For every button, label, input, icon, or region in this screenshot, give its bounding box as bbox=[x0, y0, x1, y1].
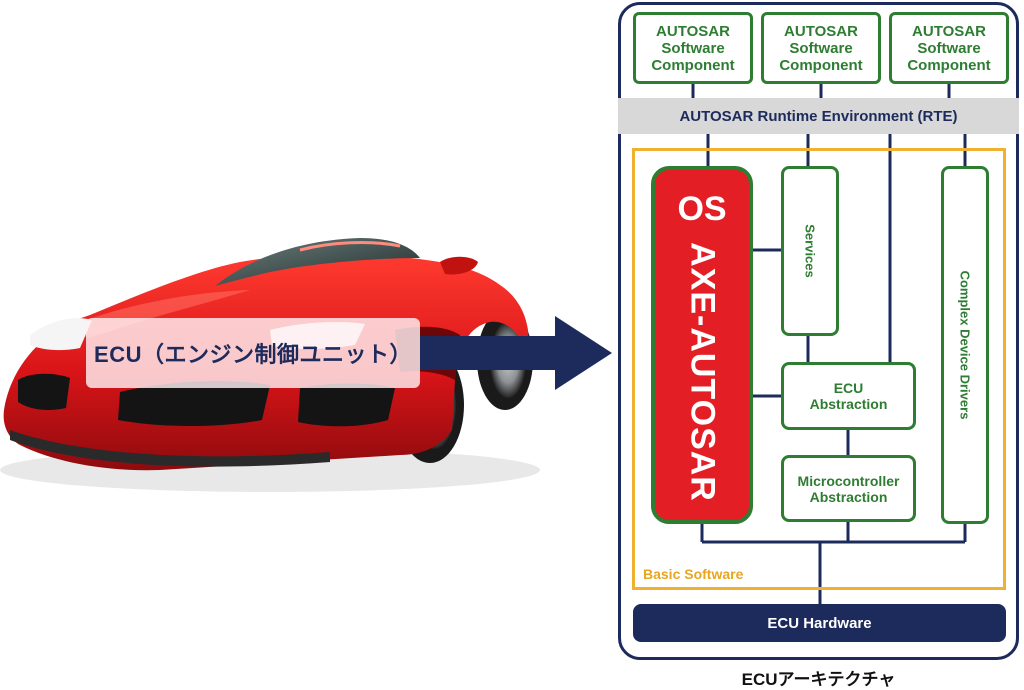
os-title: OS bbox=[677, 190, 727, 228]
swc-line: Software bbox=[789, 39, 853, 57]
ecu-abstraction-line: ECU bbox=[833, 380, 864, 396]
complex-device-drivers-label: Complex Device Drivers bbox=[957, 270, 973, 420]
mcu-abstraction-line: Abstraction bbox=[809, 488, 888, 505]
swc-line: Software bbox=[917, 39, 981, 57]
swc-line: Component bbox=[651, 56, 735, 74]
swc-line: Component bbox=[779, 56, 863, 74]
software-component-1: AUTOSAR Software Component bbox=[633, 12, 753, 84]
os-block bbox=[651, 166, 753, 524]
swc-line: AUTOSAR bbox=[784, 22, 858, 40]
software-component-3: AUTOSAR Software Component bbox=[889, 12, 1009, 84]
connection-arrow bbox=[420, 316, 612, 390]
swc-line: AUTOSAR bbox=[912, 22, 986, 40]
rte-layer: AUTOSAR Runtime Environment (RTE) bbox=[618, 98, 1019, 134]
ecu-hardware-block: ECU Hardware bbox=[633, 604, 1006, 642]
swc-line: Software bbox=[661, 39, 725, 57]
services-block bbox=[781, 166, 839, 336]
software-component-2: AUTOSAR Software Component bbox=[761, 12, 881, 84]
swc-line: Component bbox=[907, 56, 991, 74]
connector-lines bbox=[691, 84, 967, 604]
complex-device-drivers-block bbox=[941, 166, 989, 524]
ecu-architecture-frame bbox=[618, 2, 1019, 660]
microcontroller-abstraction-block: Microcontroller Abstraction bbox=[781, 455, 916, 522]
basic-software-frame bbox=[632, 148, 1006, 590]
ecu-abstraction-block: ECU Abstraction bbox=[781, 362, 916, 430]
swc-line: AUTOSAR bbox=[656, 22, 730, 40]
basic-software-label: Basic Software bbox=[643, 566, 744, 582]
architecture-caption: ECUアーキテクチャ bbox=[741, 670, 896, 689]
services-label: Services bbox=[802, 224, 818, 278]
mcu-abstraction-line: Microcontroller bbox=[797, 472, 900, 489]
ecu-abstraction-line: Abstraction bbox=[809, 396, 888, 412]
ecu-label: ECU（エンジン制御ユニット） bbox=[86, 318, 420, 388]
os-product-name: AXE-AUTOSAR bbox=[683, 242, 722, 502]
